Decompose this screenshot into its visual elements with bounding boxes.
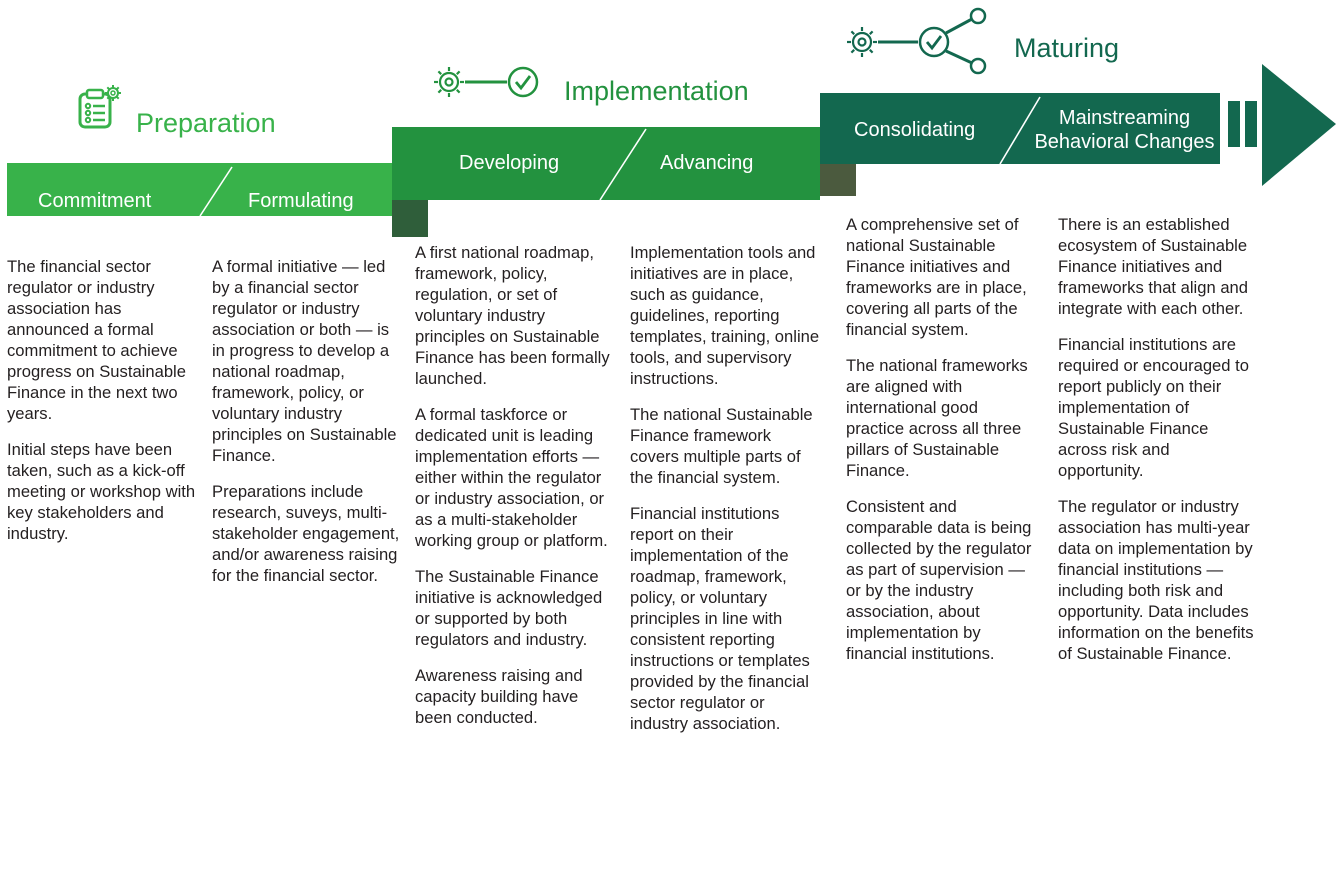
description-paragraph: The national frameworks are aligned with… [846, 356, 1028, 480]
slash-separator [999, 96, 1041, 165]
stage-label-advancing: Advancing [660, 152, 754, 174]
description-advancing: Implementation tools and initiatives are… [630, 242, 820, 749]
arrow-head [1262, 64, 1336, 186]
phase-title-maturing: Maturing [1014, 33, 1120, 63]
checklist-gear-icon [78, 85, 121, 129]
description-paragraph: A formal taskforce or dedicated unit is … [415, 405, 608, 550]
description-paragraph: A comprehensive set of national Sustaina… [846, 215, 1027, 339]
stage-label-mainstreaming: Mainstreaming Behavioral Changes [1032, 106, 1217, 154]
description-paragraph: Awareness raising and capacity building … [415, 666, 583, 727]
description-paragraph: Consistent and comparable data is being … [846, 497, 1032, 663]
description-paragraph: There is an established ecosystem of Sus… [1058, 215, 1249, 318]
description-commitment: The financial sector regulator or indust… [7, 256, 197, 559]
implementation-band [392, 127, 820, 200]
stage-label-commitment: Commitment [38, 190, 152, 212]
description-paragraph: Implementation tools and initiatives are… [630, 243, 820, 388]
phase-title-implementation: Implementation [564, 76, 749, 106]
gear-check-network-icon [847, 7, 987, 75]
stage-label-formulating: Formulating [248, 190, 354, 212]
arrow-bar-1 [1228, 101, 1240, 147]
preparation-band [7, 163, 392, 216]
description-paragraph: The regulator or industry association ha… [1058, 497, 1254, 663]
implementation-fold [820, 164, 856, 196]
slash-separator [199, 166, 233, 217]
description-paragraph: A formal initiative — led by a financial… [212, 257, 397, 465]
description-paragraph: The national Sustainable Finance framewo… [630, 405, 813, 487]
stage-label-consolidating: Consolidating [854, 119, 976, 141]
stage-label-developing: Developing [459, 152, 560, 174]
slash-separator [599, 128, 647, 201]
stage-label-mainstreaming-line1: Mainstreaming [1058, 107, 1191, 129]
description-paragraph: The financial sector regulator or indust… [7, 257, 186, 423]
phase-title-preparation: Preparation [136, 108, 276, 138]
description-paragraph: Financial institutions report on their i… [630, 504, 810, 733]
stage-label-mainstreaming-line2: Behavioral Changes [1034, 131, 1215, 153]
description-mainstreaming: There is an established ecosystem of Sus… [1058, 214, 1258, 679]
description-paragraph: A first national roadmap, framework, pol… [415, 243, 610, 388]
gear-check-icon [434, 66, 539, 98]
description-developing: A first national roadmap, framework, pol… [415, 242, 615, 743]
description-paragraph: Financial institutions are required or e… [1058, 335, 1249, 480]
description-paragraph: Preparations include research, suveys, m… [212, 482, 400, 585]
description-consolidating: A comprehensive set of national Sustaina… [846, 214, 1036, 679]
description-paragraph: The Sustainable Finance initiative is ac… [415, 567, 603, 649]
description-formulating: A formal initiative — led by a financial… [212, 256, 400, 601]
description-paragraph: Initial steps have been taken, such as a… [7, 440, 196, 543]
arrow-bar-2 [1245, 101, 1257, 147]
preparation-fold [392, 200, 428, 237]
maturing-band [820, 93, 1220, 164]
